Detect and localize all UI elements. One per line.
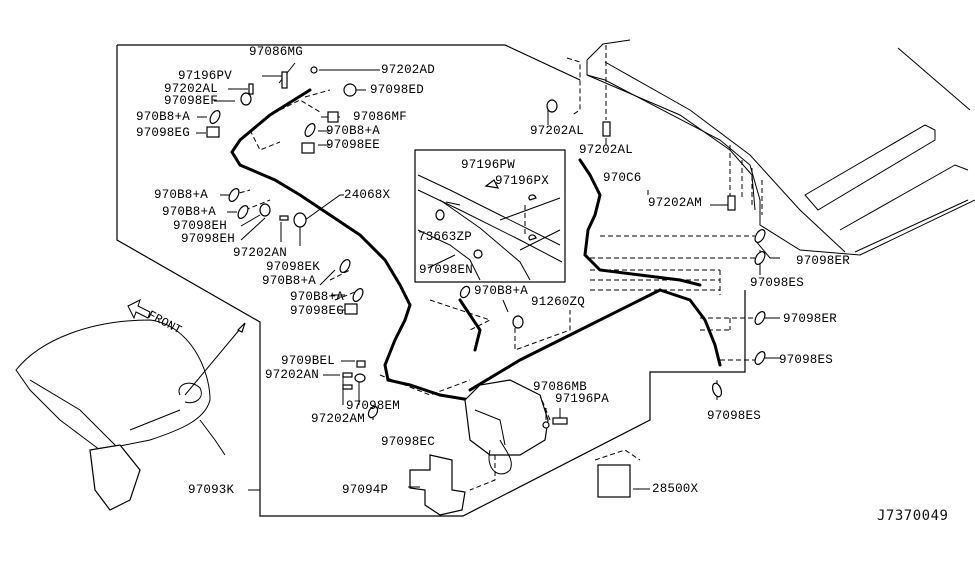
label-97202AL: 97202AL — [530, 124, 584, 138]
front-arrow-icon — [127, 299, 151, 320]
label-970B8A: 970B8+A — [154, 188, 208, 202]
label-970C6: 970C6 — [603, 171, 642, 185]
label-97098EF: 97098EF — [164, 94, 218, 108]
label-97202AM: 97202AM — [311, 412, 365, 426]
trunk-lock-unit — [464, 379, 549, 475]
clip-parts — [206, 66, 766, 429]
label-73663ZP: 73663ZP — [418, 230, 472, 244]
label-97196PX: 97196PX — [495, 174, 549, 188]
label-97098ES: 97098ES — [707, 409, 761, 423]
label-97202AN: 97202AN — [265, 368, 319, 382]
label-97196PV: 97196PV — [178, 69, 232, 83]
vehicle-overview-sketch — [15, 319, 246, 511]
label-97098EG: 97098EG — [290, 304, 344, 318]
assembly-frame — [116, 44, 746, 517]
label-97098EE: 97098EE — [326, 138, 380, 152]
module-28500X — [597, 464, 631, 498]
label-91260ZQ: 91260ZQ — [531, 295, 585, 309]
label-970B8A: 970B8+A — [136, 110, 190, 124]
label-97202AL: 97202AL — [164, 82, 218, 96]
label-97086MG: 97086MG — [249, 45, 303, 59]
label-97098EK: 97098EK — [266, 260, 320, 274]
label-97098EC: 97098EC — [381, 435, 435, 449]
inset-linework — [417, 174, 563, 281]
label-97202AN: 97202AN — [233, 246, 287, 260]
label-97093K: 97093K — [188, 483, 235, 497]
label-97098EN: 97098EN — [419, 263, 473, 277]
label-97196PW: 97196PW — [461, 158, 515, 172]
label-97098EM: 97098EM — [346, 399, 400, 413]
label-9709BEL: 9709BEL — [281, 354, 335, 368]
dashed-guides — [231, 89, 755, 491]
bracket-97094P — [409, 454, 466, 516]
label-97202AD: 97202AD — [381, 63, 435, 77]
label-28500X: 28500X — [652, 482, 699, 496]
label-970B8A: 970B8+A — [290, 290, 344, 304]
label-97196PA: 97196PA — [555, 392, 609, 406]
label-970B8A: 970B8+A — [162, 205, 216, 219]
label-97098ER: 97098ER — [783, 312, 837, 326]
label-97086MB: 97086MB — [533, 380, 587, 394]
label-97098EH: 97098EH — [173, 219, 227, 233]
label-97086MF: 97086MF — [353, 110, 407, 124]
label-97098ES: 97098ES — [779, 353, 833, 367]
label-970B8A: 970B8+A — [262, 274, 316, 288]
trunk-body-outline — [566, 39, 975, 256]
label-97098EG: 97098EG — [136, 126, 190, 140]
diagram-code: J7370049 — [877, 508, 949, 524]
label-97098ED: 97098ED — [370, 83, 424, 97]
label-970B8A: 970B8+A — [326, 124, 380, 138]
wiring-harness — [230, 88, 722, 402]
label-970B8A: 970B8+A — [474, 284, 528, 298]
label-97098ES: 97098ES — [750, 276, 804, 290]
inset-box — [414, 149, 566, 283]
label-97202AL: 97202AL — [579, 143, 633, 157]
label-24068X: 24068X — [344, 188, 391, 202]
label-97202AM: 97202AM — [648, 196, 702, 210]
label-97098ER: 97098ER — [796, 254, 850, 268]
label-97094P: 97094P — [342, 483, 389, 497]
label-97098EH: 97098EH — [181, 232, 235, 246]
